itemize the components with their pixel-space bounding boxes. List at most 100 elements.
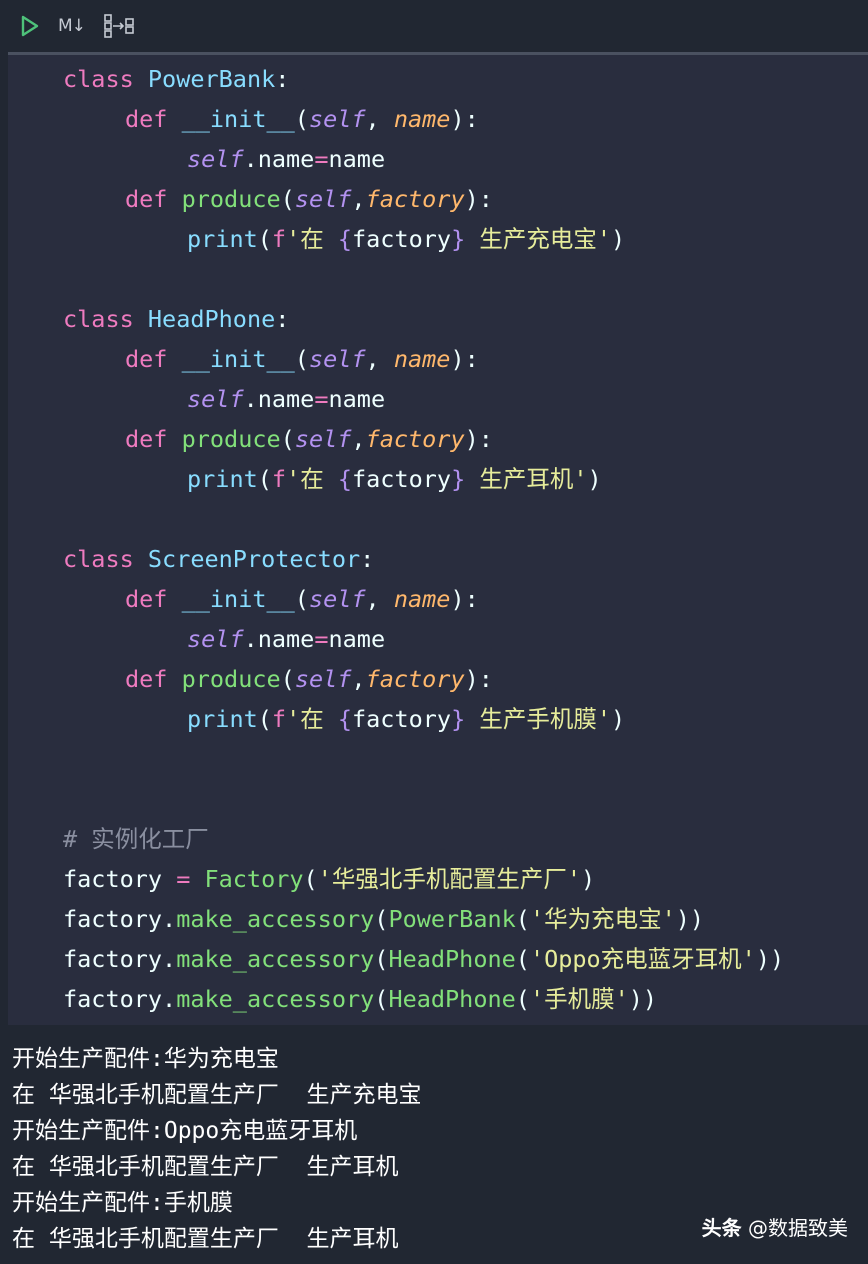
fstring-prefix: f — [271, 225, 287, 253]
code-cell[interactable]: class PowerBank: def __init__(self, name… — [8, 55, 868, 1025]
variable: factory — [352, 465, 452, 493]
class-name: HeadPhone — [147, 305, 276, 333]
attr: .name — [243, 145, 315, 173]
operator: = — [176, 865, 191, 893]
fstring-prefix: f — [271, 465, 287, 493]
cell-output: 开始生产配件:华为充电宝 在 华强北手机配置生产厂 生产充电宝 开始生产配件:O… — [0, 1025, 868, 1264]
code-line: factory.make_accessory(HeadPhone('Oppo充电… — [63, 945, 785, 973]
code-line: factory = Factory('华强北手机配置生产厂') — [63, 865, 596, 893]
output-line: 在 华强北手机配置生产厂 生产耳机 — [12, 1154, 399, 1180]
attr: .name — [243, 625, 315, 653]
class-ref: Factory — [190, 865, 304, 893]
code-line: self.name=name — [187, 619, 385, 659]
output-line: 开始生产配件:Oppo充电蓝牙耳机 — [12, 1118, 358, 1144]
code-line: print(f'在 {factory} 生产耳机') — [187, 465, 602, 493]
keyword: def — [125, 105, 168, 133]
outline-button[interactable] — [103, 13, 137, 39]
string: '华为充电宝' — [529, 905, 676, 933]
variable: factory — [63, 865, 177, 893]
operator: = — [314, 625, 329, 653]
method-name: produce — [181, 665, 281, 693]
value: name — [328, 625, 386, 653]
brace: { — [337, 465, 353, 493]
variable: factory — [63, 945, 163, 973]
variable: factory — [352, 705, 452, 733]
variable: factory — [63, 905, 163, 933]
self-ref: self — [187, 145, 244, 173]
string: '在 — [286, 705, 338, 733]
brace: } — [451, 465, 466, 493]
punct: : — [275, 305, 290, 333]
output-line: 在 华强北手机配置生产厂 生产充电宝 — [12, 1082, 422, 1108]
code-comment: # 实例化工厂 — [63, 825, 209, 853]
operator: = — [314, 145, 329, 173]
value: name — [328, 145, 386, 173]
string: '华强北手机配置生产厂' — [317, 865, 581, 893]
brace: { — [337, 705, 353, 733]
method-name: __init__ — [181, 585, 295, 613]
code-line: def produce(self,factory): — [125, 425, 493, 453]
class-name: PowerBank — [147, 65, 276, 93]
code-line: def __init__(self, name): — [125, 345, 479, 373]
method-call: make_accessory — [176, 985, 375, 1013]
string: 'Oppo充电蓝牙耳机' — [529, 945, 756, 973]
fstring-prefix: f — [271, 705, 287, 733]
keyword: def — [125, 665, 168, 693]
operator: = — [314, 385, 329, 413]
watermark-brand: 头条 — [701, 1216, 742, 1240]
code-line: factory.make_accessory(PowerBank('华为充电宝'… — [63, 905, 705, 933]
code-line: self.name=name — [187, 379, 385, 419]
param: factory — [365, 665, 465, 693]
param: name — [393, 585, 451, 613]
method-name: __init__ — [181, 105, 295, 133]
brace: } — [451, 225, 466, 253]
code-line: def __init__(self, name): — [125, 105, 479, 133]
code-line: class ScreenProtector: — [63, 539, 374, 579]
self-ref: self — [187, 385, 244, 413]
self-param: self — [308, 585, 366, 613]
builtin: print — [187, 465, 258, 493]
attr: .name — [243, 385, 315, 413]
keyword: class — [63, 545, 134, 573]
code-line: print(f'在 {factory} 生产充电宝') — [187, 225, 626, 253]
code-line: def __init__(self, name): — [125, 585, 479, 613]
output-line: 开始生产配件:手机膜 — [12, 1190, 233, 1216]
string: 生产手机膜' — [465, 705, 612, 733]
code-line: class PowerBank: — [63, 59, 289, 99]
keyword: def — [125, 585, 168, 613]
variable: factory — [63, 985, 163, 1013]
code-line: print(f'在 {factory} 生产手机膜') — [187, 705, 626, 733]
punct: : — [360, 545, 375, 573]
class-ref: HeadPhone — [388, 985, 516, 1013]
keyword: class — [63, 305, 134, 333]
code-line: factory.make_accessory(HeadPhone('手机膜')) — [63, 985, 658, 1013]
keyword: def — [125, 345, 168, 373]
string: '在 — [286, 225, 338, 253]
self-param: self — [308, 105, 366, 133]
method-name: __init__ — [181, 345, 295, 373]
value: name — [328, 385, 386, 413]
self-param: self — [308, 345, 366, 373]
variable: factory — [352, 225, 452, 253]
brace: } — [451, 705, 466, 733]
class-name: ScreenProtector — [147, 545, 361, 573]
keyword: def — [125, 425, 168, 453]
self-param: self — [294, 185, 352, 213]
string: 生产耳机' — [465, 465, 588, 493]
self-ref: self — [187, 625, 244, 653]
markdown-toggle-button[interactable]: M↓ — [58, 16, 86, 36]
method-call: make_accessory — [176, 905, 375, 933]
brace: { — [337, 225, 353, 253]
string: '在 — [286, 465, 338, 493]
punct: : — [275, 65, 290, 93]
param: factory — [365, 185, 465, 213]
method-call: make_accessory — [176, 945, 375, 973]
builtin: print — [187, 225, 258, 253]
code-line: class HeadPhone: — [63, 299, 289, 339]
param: name — [393, 345, 451, 373]
keyword: def — [125, 185, 168, 213]
run-cell-button[interactable] — [20, 14, 40, 38]
output-line: 开始生产配件:华为充电宝 — [12, 1046, 279, 1072]
string: '手机膜' — [529, 985, 629, 1013]
string: 生产充电宝' — [465, 225, 612, 253]
